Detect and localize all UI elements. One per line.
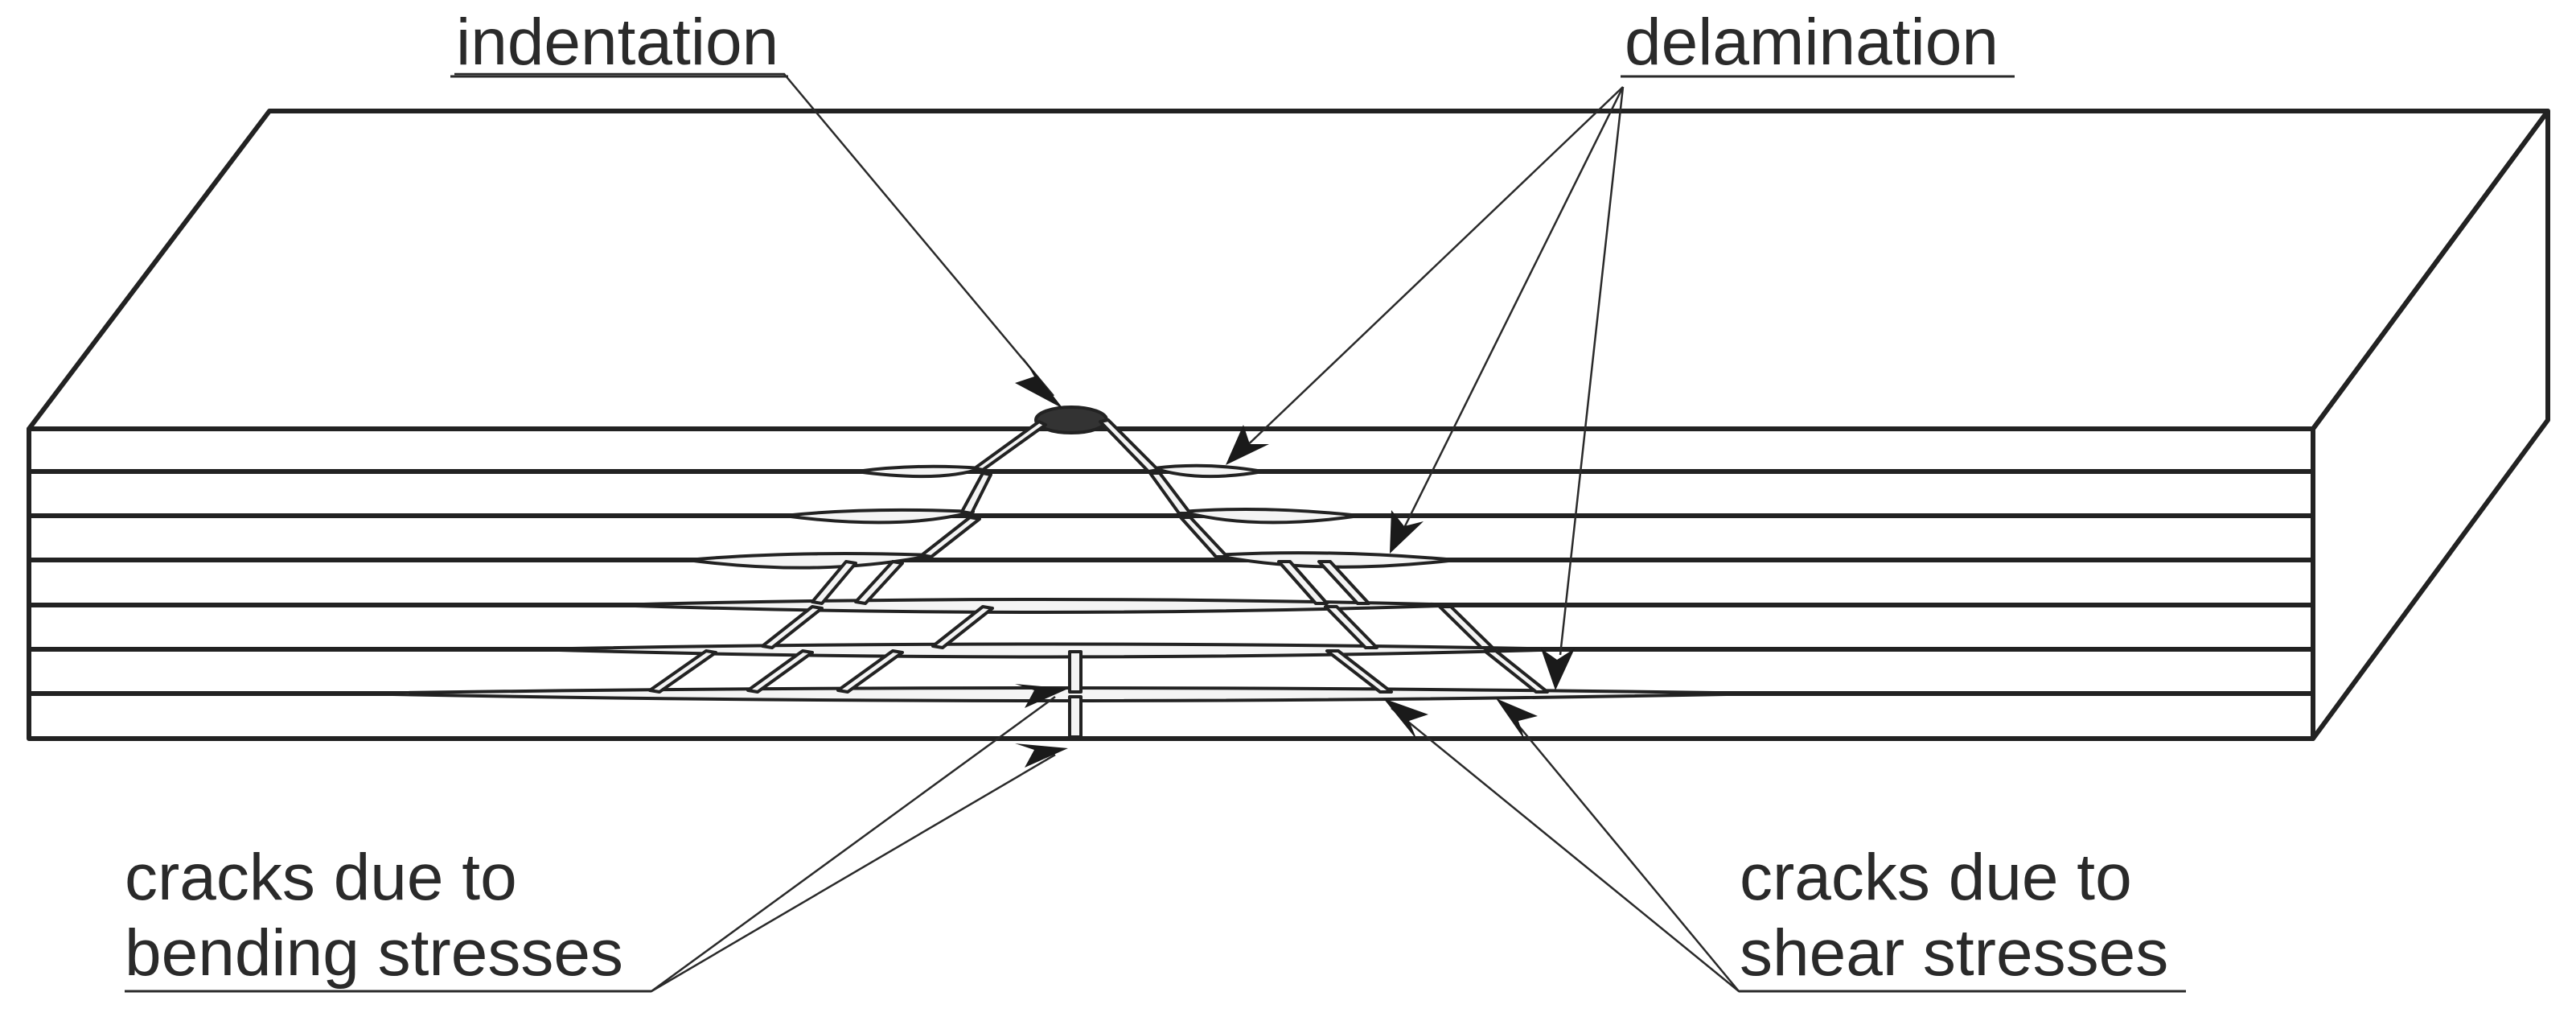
shear-crack-right-3 (1179, 516, 1229, 558)
laminate-top-face (27, 109, 2550, 431)
bending-crack-upper (1068, 650, 1083, 694)
delamination-1-right (1152, 463, 1264, 479)
arrowhead-bending-1 (1015, 684, 1068, 708)
label-delamination: delamination (1625, 6, 1999, 79)
arrowhead-bending-2 (1015, 743, 1068, 768)
shear-crack-left-5a (761, 605, 824, 649)
shear-crack-left-2 (960, 471, 992, 515)
delamination-5 (529, 642, 1570, 659)
label-bending-line2: bending stresses (125, 916, 623, 990)
arrowhead-delamination-2 (1390, 510, 1424, 554)
label-shear-line1: cracks due to (1740, 841, 2132, 914)
delaminations (352, 463, 1771, 702)
delamination-1-left (855, 464, 983, 479)
arrowheads (1015, 357, 1575, 768)
shear-crack-left-4b (854, 560, 904, 605)
laminate-front-face (27, 426, 2315, 741)
labels: indentation delamination cracks due to b… (125, 6, 2186, 993)
shear-crack-right-4a (1277, 560, 1329, 605)
shear-crack-right-1 (1099, 418, 1160, 473)
shear-crack-left-5b (931, 605, 994, 649)
label-shear-line2: shear stresses (1740, 916, 2168, 990)
arrowhead-shear-2 (1496, 698, 1538, 740)
shear-crack-left-6c (836, 649, 904, 694)
arrowhead-delamination-3 (1541, 648, 1575, 690)
arrowhead-shear-1 (1383, 698, 1428, 740)
shear-crack-left-4a (811, 560, 857, 605)
indentation-dent (1034, 406, 1108, 434)
shear-crack-left-6a (648, 649, 717, 694)
bending-crack-lower (1068, 695, 1083, 739)
arrowhead-indentation (1015, 357, 1063, 409)
label-indentation: indentation (456, 6, 779, 79)
shear-cracks (648, 418, 1549, 694)
shear-crack-left-6b (746, 649, 814, 694)
shear-crack-right-6a (1325, 649, 1393, 694)
shear-crack-right-5b (1438, 605, 1494, 649)
shear-crack-left-1 (973, 420, 1047, 471)
shear-crack-right-6b (1483, 649, 1549, 694)
shear-crack-right-5a (1324, 605, 1378, 649)
delamination-2-left (783, 508, 975, 525)
bending-cracks (1068, 650, 1083, 739)
delamination-6 (352, 686, 1771, 702)
shear-crack-right-2 (1148, 471, 1192, 515)
arrowhead-delamination-1 (1226, 425, 1269, 465)
shear-crack-right-4b (1317, 560, 1370, 605)
delamination-2-right (1181, 507, 1361, 525)
laminate-right-face (2311, 109, 2550, 741)
damage-pattern (352, 406, 1771, 739)
shear-crack-left-3 (920, 516, 981, 558)
label-bending-line1: cracks due to (125, 841, 517, 914)
